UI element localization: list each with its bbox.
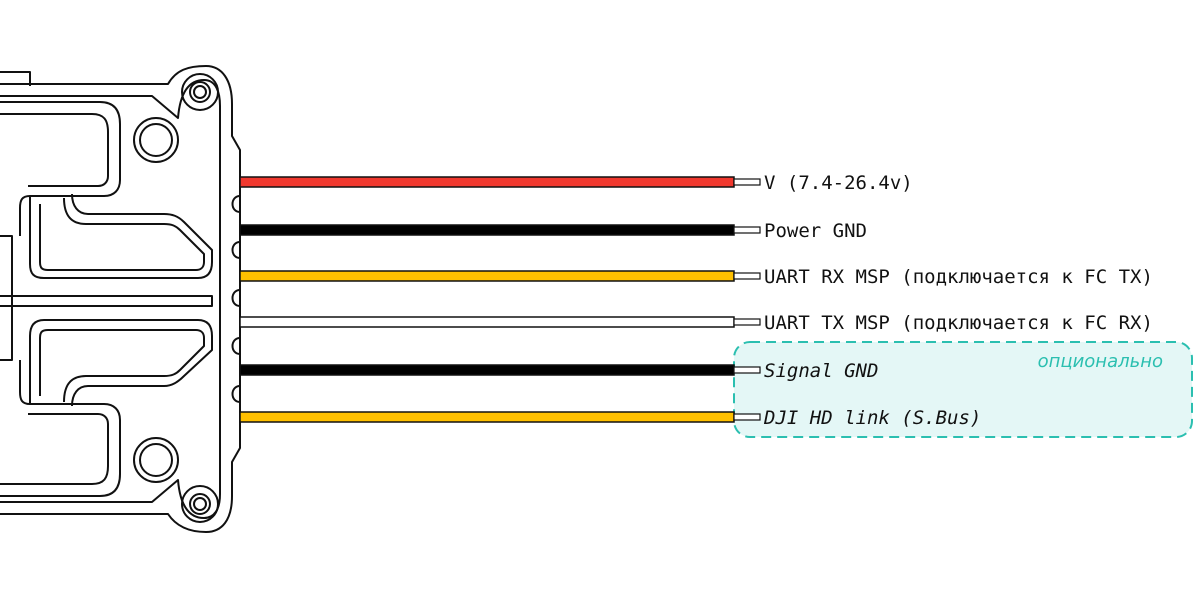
screw-bottom-outer (181, 485, 219, 523)
top-tab (0, 71, 31, 86)
wire-tip-pgnd (733, 226, 761, 234)
wire-harness: V (7.4-26.4v) Power GND UART RX MSP (подкл… (239, 172, 1153, 429)
wire-label-vcc: V (7.4-26.4v) (764, 172, 913, 194)
wire-sgnd (239, 364, 735, 376)
connector-notches (231, 195, 241, 403)
wire-label-sgnd: Signal GND (764, 360, 878, 382)
wire-label-uart-tx: UART TX MSP (подключается к FC RX) (764, 312, 1153, 334)
panel-upper-inner (0, 113, 109, 187)
housing-inner (0, 79, 221, 519)
channel-upper-outer (29, 193, 213, 279)
air-unit-body (0, 65, 241, 533)
hole-top-outer (133, 117, 179, 163)
wire-sbus (239, 411, 735, 423)
screw-top-inner (189, 81, 211, 103)
wire-tip-uart-rx (733, 272, 761, 280)
hole-bottom-outer (133, 437, 179, 483)
wire-tip-sbus (733, 413, 761, 421)
housing-outer (0, 65, 241, 533)
wire-uart-rx (239, 270, 735, 282)
centre-bar (0, 295, 213, 307)
optional-group-label: опционально (1038, 351, 1163, 372)
hole-top-inner (139, 123, 173, 157)
screw-bottom-core (193, 497, 207, 511)
panel-lower-inner (0, 413, 109, 485)
wire-vcc (239, 176, 735, 188)
wire-label-pgnd: Power GND (764, 220, 867, 242)
channel-lower-inner (39, 329, 205, 403)
screw-bottom-inner (189, 493, 211, 515)
wire-tip-uart-tx (733, 318, 761, 326)
hole-bottom-inner (139, 443, 173, 477)
panel-lower-outer (0, 360, 121, 497)
screw-top-outer (181, 73, 219, 111)
wire-label-sbus: DJI HD link (S.Bus) (763, 407, 981, 429)
wire-tip-vcc (733, 178, 761, 186)
wire-tip-sgnd (733, 366, 761, 374)
wire-pgnd (239, 224, 735, 236)
screw-top-core (193, 85, 207, 99)
left-cut (0, 235, 13, 361)
wire-uart-tx (239, 316, 735, 328)
channel-upper-inner (39, 197, 205, 271)
channel-lower-outer (29, 319, 213, 407)
panel-upper-outer (0, 101, 121, 236)
optional-group-box (733, 341, 1193, 438)
wire-label-uart-rx: UART RX MSP (подключается к FC TX) (764, 266, 1153, 288)
